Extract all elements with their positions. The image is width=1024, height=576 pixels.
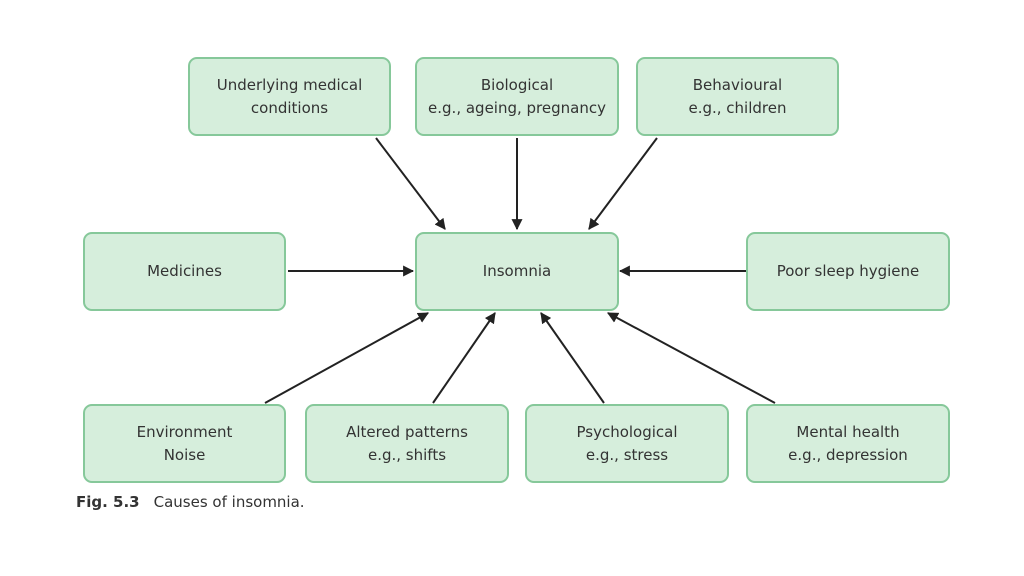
arrow-mental-health-to-insomnia — [607, 312, 776, 404]
node-label-line2: Noise — [163, 445, 206, 464]
node-label-line1: Mental health — [796, 422, 900, 441]
node-label-line1: Medicines — [147, 262, 222, 280]
arrow-behavioural-to-insomnia — [588, 137, 658, 230]
arrow-altered-patterns-to-insomnia — [432, 312, 496, 404]
node-medicines: Medicines — [83, 232, 286, 311]
node-environment: Environment Noise — [83, 404, 286, 483]
node-label-line1: Biological — [480, 75, 554, 94]
node-label-line1: Altered patterns — [346, 422, 468, 441]
node-label-center: Insomnia — [482, 262, 552, 280]
figure-caption-text: Causes of insomnia. — [153, 493, 305, 511]
node-label-line1: Underlying medical — [216, 75, 363, 94]
node-poor-sleep-hygiene: Poor sleep hygiene — [746, 232, 950, 311]
node-label-line1: Poor sleep hygiene — [776, 262, 920, 280]
node-biological: Biological e.g., ageing, pregnancy — [415, 57, 619, 136]
node-label-line2: e.g., depression — [788, 445, 908, 464]
node-label-line2: e.g., children — [688, 98, 787, 117]
node-altered-patterns: Altered patterns e.g., shifts — [305, 404, 509, 483]
node-mental-health: Mental health e.g., depression — [746, 404, 950, 483]
arrow-underlying-medical-to-insomnia — [375, 137, 446, 230]
figure-caption: Fig. 5.3 Causes of insomnia. — [76, 493, 305, 511]
node-psychological: Psychological e.g., stress — [525, 404, 729, 483]
figure-number: Fig. 5.3 — [76, 493, 140, 511]
arrow-psychological-to-insomnia — [540, 312, 605, 404]
node-label-line2: conditions — [250, 98, 329, 117]
arrow-environment-to-insomnia — [264, 312, 429, 404]
node-label-line2: e.g., shifts — [367, 445, 447, 464]
node-label-line2: e.g., stress — [585, 445, 669, 464]
node-behavioural: Behavioural e.g., children — [636, 57, 839, 136]
node-label-line1: Environment — [136, 422, 233, 441]
node-underlying-medical-conditions: Underlying medical conditions — [188, 57, 391, 136]
node-label-line2: e.g., ageing, pregnancy — [428, 98, 606, 117]
node-insomnia: Insomnia — [415, 232, 619, 311]
node-label-line1: Behavioural — [692, 75, 783, 94]
node-label-line1: Psychological — [576, 422, 678, 441]
